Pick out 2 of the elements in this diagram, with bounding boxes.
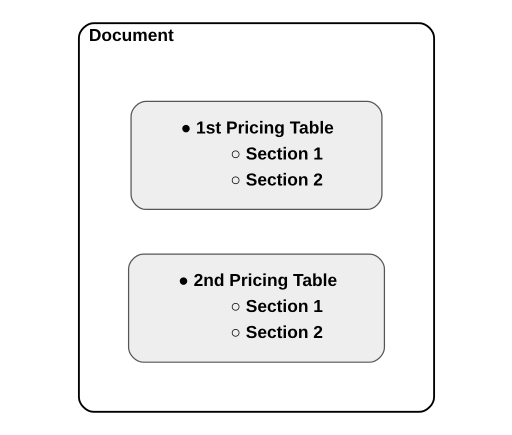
- node-box: ● 2nd Pricing Table ○ Section 1 ○ Section 2: [127, 254, 385, 363]
- node-box: ● 1st Pricing Table ○ Section 1 ○ Section 2: [130, 100, 382, 210]
